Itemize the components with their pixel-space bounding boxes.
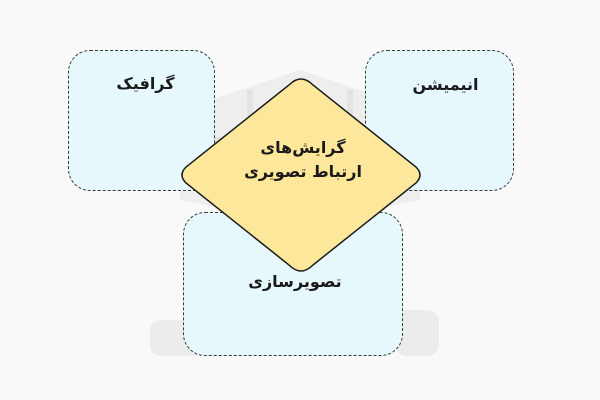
node-animation-label: انیمیشن — [412, 75, 479, 94]
node-graphic-label: گرافیک — [116, 74, 175, 93]
center-topic: گرایش‌های ارتباط تصویری — [196, 136, 410, 184]
center-topic-line1: گرایش‌های — [260, 138, 346, 157]
center-topic-line2: ارتباط تصویری — [244, 162, 362, 181]
center-diamond — [181, 78, 421, 272]
node-illustration-label: تصویرسازی — [248, 271, 342, 291]
